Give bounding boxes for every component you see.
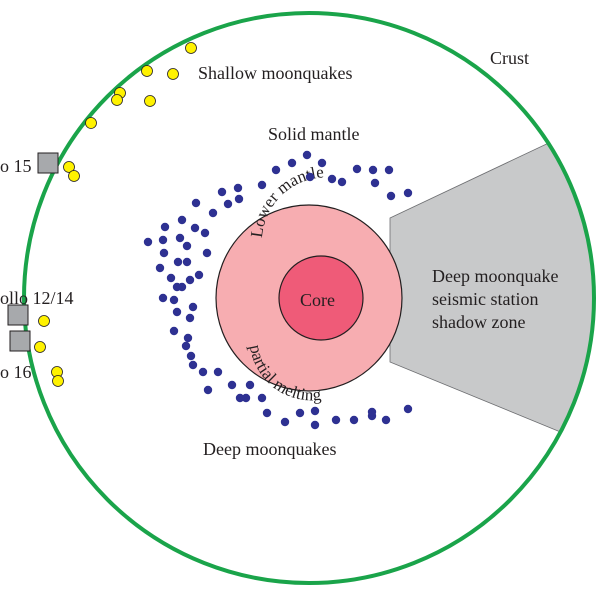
blue-dot-icon bbox=[349, 415, 359, 425]
blue-dot-icon bbox=[241, 393, 251, 403]
blue-dot-icon bbox=[317, 158, 327, 168]
yellow-dot-icon bbox=[63, 161, 75, 173]
blue-dot-icon bbox=[158, 235, 168, 245]
shallow-moonquakes-label: Shallow moonquakes bbox=[198, 63, 353, 83]
core-label: Core bbox=[300, 290, 335, 310]
blue-dot-icon bbox=[403, 188, 413, 198]
blue-dot-icon bbox=[280, 417, 290, 427]
blue-dot-icon bbox=[183, 333, 193, 343]
yellow-dot-icon bbox=[111, 94, 123, 106]
deep-moonquake-dots bbox=[143, 150, 413, 430]
blue-dot-icon bbox=[235, 393, 245, 403]
blue-dot-icon bbox=[384, 165, 394, 175]
blue-dot-icon bbox=[166, 273, 176, 283]
blue-dot-icon bbox=[213, 367, 223, 377]
station-12-14-label: ollo 12/14 bbox=[0, 288, 74, 308]
blue-dot-icon bbox=[185, 313, 195, 323]
blue-dot-icon bbox=[160, 222, 170, 232]
blue-dot-icon bbox=[182, 257, 192, 267]
yellow-dot-icon bbox=[185, 42, 197, 54]
blue-dot-icon bbox=[262, 408, 272, 418]
blue-dot-icon bbox=[305, 172, 315, 182]
yellow-dot-icon bbox=[68, 170, 80, 182]
blue-dot-icon bbox=[200, 228, 210, 238]
blue-dot-icon bbox=[381, 415, 391, 425]
blue-dot-icon bbox=[172, 307, 182, 317]
station-16-label: o 16 bbox=[0, 362, 32, 382]
blue-dot-icon bbox=[367, 407, 377, 417]
blue-dot-icon bbox=[155, 263, 165, 273]
blue-dot-icon bbox=[175, 233, 185, 243]
blue-dot-icon bbox=[245, 380, 255, 390]
blue-dot-icon bbox=[182, 241, 192, 251]
blue-dot-icon bbox=[327, 174, 337, 184]
seismometer-square-icon bbox=[37, 152, 59, 174]
deep-moonquakes-label: Deep moonquakes bbox=[203, 439, 336, 459]
blue-dot-icon bbox=[271, 165, 281, 175]
blue-dot-icon bbox=[208, 208, 218, 218]
crust-label: Crust bbox=[490, 48, 529, 68]
blue-dot-icon bbox=[172, 282, 182, 292]
blue-dot-icon bbox=[173, 257, 183, 267]
blue-dot-icon bbox=[295, 408, 305, 418]
blue-dot-icon bbox=[302, 150, 312, 160]
blue-dot-icon bbox=[159, 248, 169, 258]
shadow-zone-label-line2: seismic station bbox=[432, 289, 539, 309]
station-15-label: o 15 bbox=[0, 156, 32, 176]
blue-dot-icon bbox=[287, 158, 297, 168]
blue-dot-icon bbox=[368, 165, 378, 175]
seismometer-square-icon bbox=[9, 330, 31, 352]
yellow-dot-icon bbox=[52, 375, 64, 387]
seismometer-square-icon bbox=[7, 304, 29, 326]
seismic-stations bbox=[7, 152, 59, 352]
blue-dot-icon bbox=[190, 223, 200, 233]
blue-dot-icon bbox=[227, 380, 237, 390]
blue-dot-icon bbox=[177, 215, 187, 225]
blue-dot-icon bbox=[310, 406, 320, 416]
shadow-zone-label-line3: shadow zone bbox=[432, 312, 525, 332]
blue-dot-icon bbox=[158, 293, 168, 303]
crust-outline bbox=[22, 11, 596, 585]
blue-dot-icon bbox=[186, 351, 196, 361]
blue-dot-icon bbox=[257, 180, 267, 190]
core bbox=[278, 255, 364, 341]
blue-dot-icon bbox=[202, 248, 212, 258]
blue-dot-icon bbox=[386, 191, 396, 201]
blue-dot-icon bbox=[143, 237, 153, 247]
blue-dot-icon bbox=[217, 187, 227, 197]
blue-dot-icon bbox=[181, 341, 191, 351]
blue-dot-icon bbox=[188, 360, 198, 370]
yellow-dot-icon bbox=[141, 65, 153, 77]
blue-dot-icon bbox=[185, 275, 195, 285]
solid-mantle-label: Solid mantle bbox=[268, 124, 360, 144]
blue-dot-icon bbox=[233, 183, 243, 193]
blue-dot-icon bbox=[188, 302, 198, 312]
blue-dot-icon bbox=[337, 177, 347, 187]
blue-dot-icon bbox=[370, 178, 380, 188]
blue-dot-icon bbox=[194, 270, 204, 280]
blue-dot-icon bbox=[403, 404, 413, 414]
blue-dot-icon bbox=[223, 199, 233, 209]
blue-dot-icon bbox=[169, 295, 179, 305]
blue-dot-icon bbox=[310, 420, 320, 430]
yellow-dot-icon bbox=[144, 95, 156, 107]
blue-dot-icon bbox=[331, 415, 341, 425]
blue-dot-icon bbox=[203, 385, 213, 395]
blue-dot-icon bbox=[191, 198, 201, 208]
yellow-dot-icon bbox=[38, 315, 50, 327]
shadow-zone-label-line1: Deep moonquake bbox=[432, 266, 558, 286]
blue-dot-icon bbox=[169, 326, 179, 336]
blue-dot-icon bbox=[257, 393, 267, 403]
blue-dot-icon bbox=[198, 367, 208, 377]
blue-dot-icon bbox=[352, 164, 362, 174]
yellow-dot-icon bbox=[167, 68, 179, 80]
yellow-dot-icon bbox=[34, 341, 46, 353]
blue-dot-icon bbox=[234, 194, 244, 204]
yellow-dot-icon bbox=[85, 117, 97, 129]
shallow-moonquake-dots bbox=[34, 42, 197, 387]
